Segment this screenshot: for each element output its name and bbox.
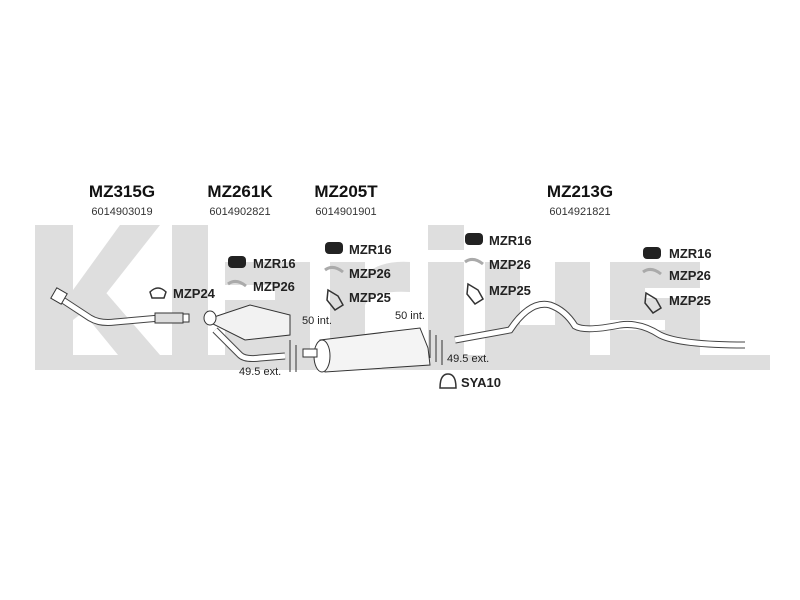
part-code: MZ205T: [314, 182, 378, 201]
part-number: 6014902821: [209, 206, 271, 218]
part-code: MZ315G: [88, 182, 156, 201]
fitting-label: MZP26: [349, 266, 391, 281]
rubber-mount-icons: [228, 233, 661, 268]
part-number: 6014921821: [549, 206, 611, 218]
dimension-label: 49.5 ext.: [239, 366, 282, 378]
fitting-label: MZR16: [253, 256, 296, 271]
dimension-label: 50 int.: [302, 315, 332, 327]
tail-pipe: [454, 300, 746, 349]
clamp-icons: [149, 282, 663, 389]
part-code: MZ261K: [207, 182, 273, 201]
fitting-label: MZR16: [489, 233, 532, 248]
middle-silencer: [203, 304, 291, 341]
fitting-label: MZR16: [349, 242, 392, 257]
fitting-label: MZP25: [489, 283, 531, 298]
fitting-label: MZP26: [669, 268, 711, 283]
part-code: MZ213G: [546, 182, 614, 201]
bracket-icons: [227, 257, 662, 288]
dimension-label: 50 int.: [395, 310, 425, 322]
fitting-label: MZR16: [669, 246, 712, 261]
dimension-label: 49.5 ext.: [447, 353, 490, 365]
fitting-label: MZP25: [349, 290, 391, 305]
fitting-label: MZP26: [489, 257, 531, 272]
part-number: 6014901901: [315, 206, 377, 218]
flexi-section: [154, 312, 184, 324]
fitting-label: MZP25: [669, 293, 711, 308]
rear-silencer: [319, 327, 431, 373]
front-pipe-flange: [50, 287, 68, 305]
fitting-label: MZP24: [173, 286, 215, 301]
clamp-label: SYA10: [461, 375, 501, 390]
part-number: 6014903019: [91, 206, 153, 218]
fitting-label: MZP26: [253, 279, 295, 294]
klarius-logo-shapes: [35, 225, 770, 370]
